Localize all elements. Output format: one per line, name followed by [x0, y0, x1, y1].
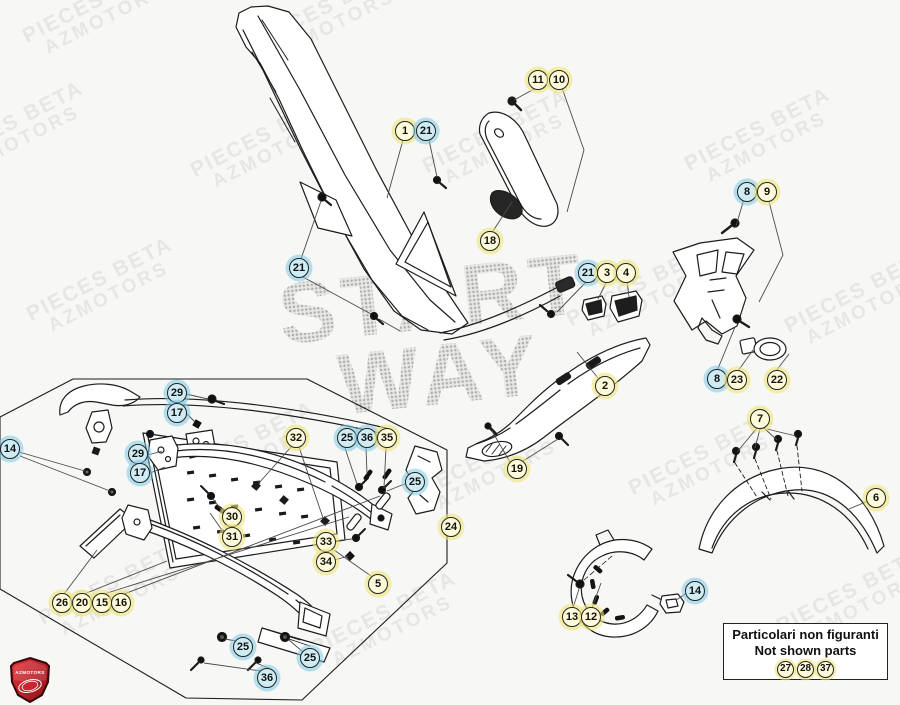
leader-lines [18, 87, 869, 672]
assembly-boundary-outline [0, 378, 448, 701]
callout-24[interactable]: 24 [441, 517, 461, 537]
callout-18[interactable]: 18 [480, 231, 500, 251]
callout-34[interactable]: 34 [316, 552, 336, 572]
callout-14[interactable]: 14 [685, 581, 705, 601]
callout-17[interactable]: 17 [167, 403, 187, 423]
callout-35[interactable]: 35 [377, 428, 397, 448]
callout-27[interactable]: 27 [777, 660, 794, 678]
callout-33[interactable]: 33 [316, 532, 336, 552]
callout-30[interactable]: 30 [222, 507, 242, 527]
callout-4[interactable]: 4 [616, 263, 636, 283]
callout-32[interactable]: 32 [286, 428, 306, 448]
callout-15[interactable]: 15 [92, 593, 112, 613]
callout-5[interactable]: 5 [368, 574, 388, 594]
callout-9[interactable]: 9 [757, 182, 777, 202]
callout-20[interactable]: 20 [72, 593, 92, 613]
callout-8[interactable]: 8 [707, 369, 727, 389]
callout-12[interactable]: 12 [581, 607, 601, 627]
callout-10[interactable]: 10 [549, 70, 569, 90]
callout-2[interactable]: 2 [595, 376, 615, 396]
not-shown-title-it: Particolari non figuranti [732, 627, 879, 642]
callout-36[interactable]: 36 [357, 428, 377, 448]
callout-25[interactable]: 25 [337, 428, 357, 448]
callout-3[interactable]: 3 [597, 263, 617, 283]
callout-25[interactable]: 25 [405, 472, 425, 492]
azmotors-logo-badge: AZMOTORS [8, 656, 52, 705]
not-shown-box: Particolari non figuranti Not shown part… [723, 623, 888, 680]
shield-icon: AZMOTORS [9, 656, 51, 704]
callout-11[interactable]: 11 [528, 70, 548, 90]
callout-19[interactable]: 19 [507, 459, 527, 479]
not-shown-title-en: Not shown parts [754, 642, 857, 658]
callout-29[interactable]: 29 [128, 444, 148, 464]
callout-25[interactable]: 25 [233, 637, 253, 657]
callout-37[interactable]: 37 [817, 660, 834, 678]
callout-21[interactable]: 21 [289, 258, 309, 278]
callout-14[interactable]: 14 [0, 439, 20, 459]
callout-16[interactable]: 16 [111, 593, 131, 613]
callout-29[interactable]: 29 [167, 383, 187, 403]
callout-36[interactable]: 36 [257, 668, 277, 688]
callout-1[interactable]: 1 [395, 121, 415, 141]
callout-21[interactable]: 21 [416, 121, 436, 141]
callout-23[interactable]: 23 [727, 370, 747, 390]
logo-text: AZMOTORS [15, 670, 44, 675]
callout-26[interactable]: 26 [52, 593, 72, 613]
callout-17[interactable]: 17 [130, 463, 150, 483]
callout-8[interactable]: 8 [737, 182, 757, 202]
callout-28[interactable]: 28 [797, 660, 814, 678]
callout-31[interactable]: 31 [222, 527, 242, 547]
callout-22[interactable]: 22 [767, 370, 787, 390]
callout-25[interactable]: 25 [300, 648, 320, 668]
callout-6[interactable]: 6 [866, 488, 886, 508]
callout-21[interactable]: 21 [578, 263, 598, 283]
callout-7[interactable]: 7 [750, 409, 770, 429]
callout-13[interactable]: 13 [562, 607, 582, 627]
